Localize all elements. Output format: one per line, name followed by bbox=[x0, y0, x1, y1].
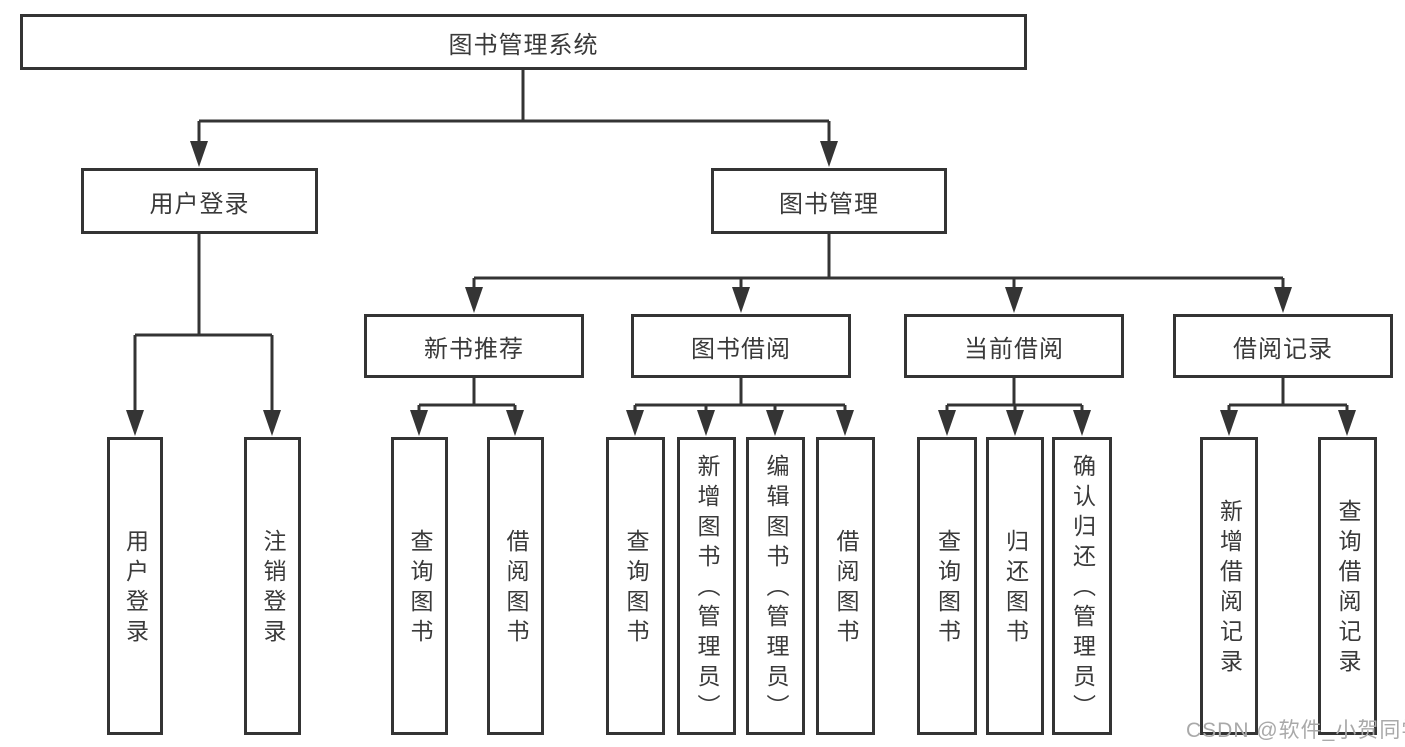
leaf-confirm-return-admin-label: 确认归还（管理员） bbox=[1069, 454, 1096, 724]
node-book-borrow: 图书借阅 bbox=[631, 314, 851, 378]
node-borrow-records: 借阅记录 bbox=[1173, 314, 1393, 378]
leaf-logout: 注销登录 bbox=[244, 437, 301, 735]
leaf-user-login-label: 用户登录 bbox=[122, 529, 149, 649]
node-root-library-system: 图书管理系统 bbox=[20, 14, 1027, 70]
leaf-add-borrow-record: 新增借阅记录 bbox=[1200, 437, 1258, 735]
leaf-edit-books-admin-label: 编辑图书（管理员） bbox=[763, 454, 789, 724]
leaf-user-login: 用户登录 bbox=[107, 437, 163, 735]
leaf-query-books-2: 查询图书 bbox=[606, 437, 665, 735]
leaf-query-books-1: 查询图书 bbox=[391, 437, 448, 735]
node-new-book-recommend: 新书推荐 bbox=[364, 314, 584, 378]
leaf-borrow-books-1-label: 借阅图书 bbox=[503, 529, 529, 649]
leaf-query-borrow-record: 查询借阅记录 bbox=[1318, 437, 1377, 735]
node-new-book-recommend-label: 新书推荐 bbox=[424, 335, 524, 363]
node-root-label: 图书管理系统 bbox=[448, 31, 599, 59]
leaf-query-books-1-label: 查询图书 bbox=[407, 529, 433, 649]
csdn-watermark: CSDN @软件_小贺同学 bbox=[1186, 719, 1405, 742]
leaf-add-books-admin-label: 新增图书（管理员） bbox=[694, 454, 720, 724]
node-book-management-label: 图书管理 bbox=[779, 190, 879, 218]
leaf-query-books-2-label: 查询图书 bbox=[623, 529, 649, 649]
leaf-logout-label: 注销登录 bbox=[260, 529, 286, 649]
node-user-login-label: 用户登录 bbox=[149, 190, 250, 218]
leaf-query-borrow-record-label: 查询借阅记录 bbox=[1335, 499, 1361, 679]
leaf-edit-books-admin: 编辑图书（管理员） bbox=[746, 437, 805, 735]
leaf-borrow-books-2: 借阅图书 bbox=[816, 437, 875, 735]
node-borrow-records-label: 借阅记录 bbox=[1233, 335, 1333, 363]
leaf-borrow-books-2-label: 借阅图书 bbox=[833, 529, 859, 649]
leaf-return-books-label: 归还图书 bbox=[1002, 529, 1029, 649]
node-book-borrow-label: 图书借阅 bbox=[691, 335, 791, 363]
leaf-query-books-3: 查询图书 bbox=[917, 437, 977, 735]
leaf-add-books-admin: 新增图书（管理员） bbox=[677, 437, 736, 735]
node-book-management: 图书管理 bbox=[711, 168, 947, 234]
leaf-query-books-3-label: 查询图书 bbox=[934, 529, 961, 649]
node-user-login: 用户登录 bbox=[81, 168, 318, 234]
leaf-add-borrow-record-label: 新增借阅记录 bbox=[1216, 499, 1243, 679]
leaf-borrow-books-1: 借阅图书 bbox=[487, 437, 544, 735]
node-current-borrow-label: 当前借阅 bbox=[964, 335, 1064, 363]
leaf-confirm-return-admin: 确认归还（管理员） bbox=[1052, 437, 1112, 735]
node-current-borrow: 当前借阅 bbox=[904, 314, 1124, 378]
leaf-return-books: 归还图书 bbox=[986, 437, 1044, 735]
